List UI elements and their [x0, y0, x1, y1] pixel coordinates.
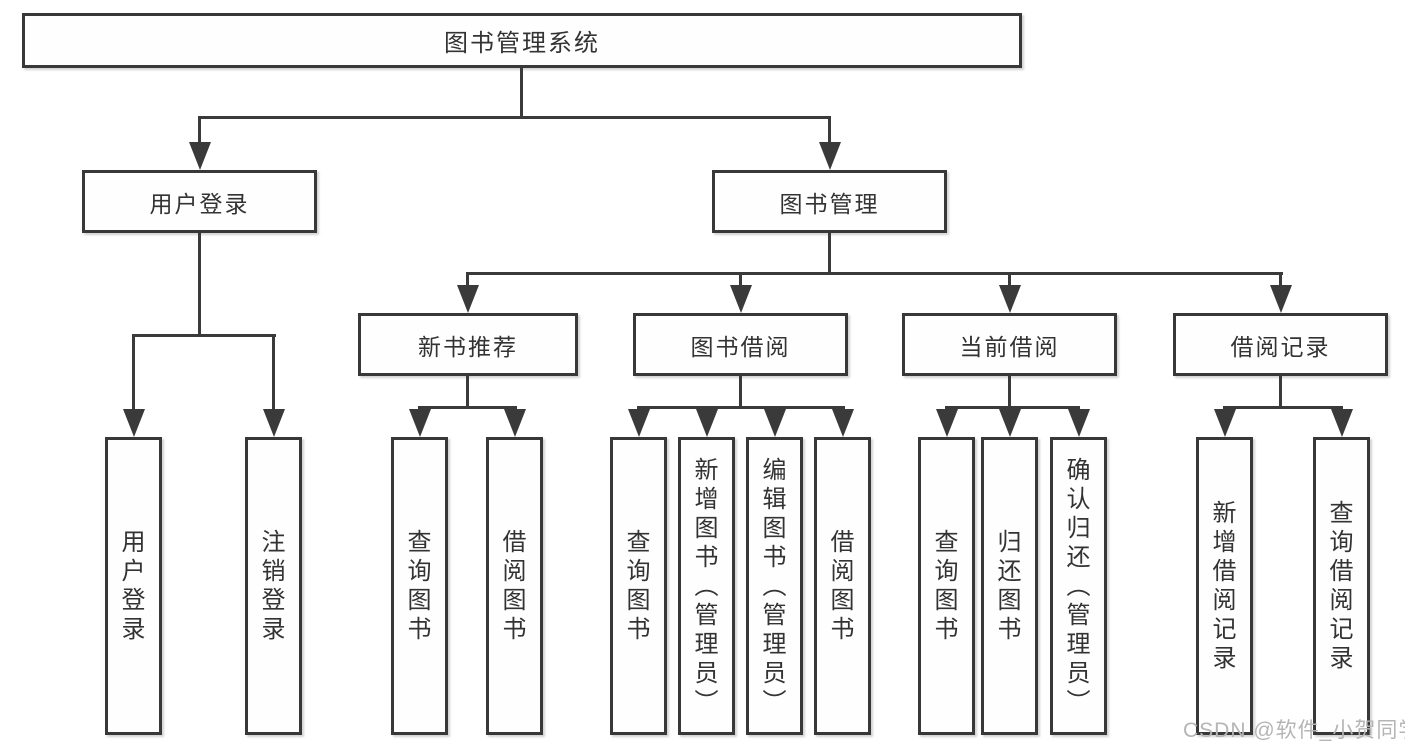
arrowhead-down-icon [764, 409, 786, 437]
arrowhead-down-icon [832, 409, 854, 437]
connector-new-book-recommend-rail [418, 406, 517, 409]
connector-current-borrowing-rail [945, 406, 1080, 409]
arrowhead-down-icon [696, 409, 718, 437]
arrowhead-down-icon [628, 409, 650, 437]
leaf-query-books-3-label: 查询图书 [934, 529, 959, 643]
arrowhead-down-icon [1068, 409, 1090, 437]
leaf-return-books: 归还图书 [981, 437, 1038, 735]
leaf-user-login: 用户登录 [105, 437, 162, 735]
arrowhead-down-icon [1270, 285, 1292, 313]
connector-book-borrowing-stem [739, 376, 742, 409]
leaf-borrow-books-1: 借阅图书 [486, 437, 543, 735]
node-borrowing-records-label: 借阅记录 [1230, 333, 1331, 360]
connector-to-new-book-recommend [466, 272, 469, 288]
leaf-add-books-admin-label: 新增图书︵管理员︶ [694, 456, 719, 716]
connector-root-to-book-management [828, 116, 831, 146]
arrowhead-down-icon [504, 409, 526, 437]
arrowhead-down-icon [730, 285, 752, 313]
leaf-query-books-1-label: 查询图书 [407, 529, 432, 643]
connector-to-book-borrowing [739, 272, 742, 288]
connector-to-borrowing-records [1279, 272, 1282, 288]
leaf-logout-login: 注销登录 [245, 437, 302, 735]
arrowhead-down-icon [409, 409, 431, 437]
connector-book-management-rail [466, 272, 1283, 275]
node-library-system-label: 图书管理系统 [444, 30, 600, 57]
arrowhead-down-icon [263, 409, 285, 437]
leaf-query-books-2: 查询图书 [610, 437, 667, 735]
leaf-confirm-return-admin-label: 确认归还︵管理员︶ [1066, 456, 1091, 716]
connector-user-login-rail [132, 334, 276, 337]
leaf-logout-login-label: 注销登录 [261, 529, 286, 643]
connector-user-login-stem [198, 233, 201, 337]
leaf-query-books-1: 查询图书 [391, 437, 448, 735]
connector-root-stem [520, 68, 523, 118]
leaf-query-books-3: 查询图书 [918, 437, 975, 735]
arrowhead-down-icon [936, 409, 958, 437]
leaf-add-borrow-record-label: 新增借阅记录 [1212, 500, 1237, 672]
csdn-watermark: CSDN @软件_小贺同学 [1183, 719, 1405, 742]
connector-borrowing-records-rail [1223, 406, 1343, 409]
connector-current-borrowing-stem [1008, 376, 1011, 409]
leaf-edit-books-admin-label: 编辑图书︵管理员︶ [762, 456, 787, 716]
node-current-borrowing: 当前借阅 [902, 313, 1117, 376]
leaf-borrow-books-2-label: 借阅图书 [830, 529, 855, 643]
node-borrowing-records: 借阅记录 [1173, 313, 1388, 376]
connector-borrowing-records-stem [1279, 376, 1282, 409]
connector-to-leaf-user-login [132, 334, 135, 412]
node-new-book-recommend-label: 新书推荐 [418, 333, 518, 360]
leaf-confirm-return-admin: 确认归还︵管理员︶ [1050, 437, 1107, 735]
leaf-borrow-books-2: 借阅图书 [814, 437, 871, 735]
connector-root-rail [198, 116, 831, 119]
node-book-management-label: 图书管理 [779, 190, 880, 217]
arrowhead-down-icon [123, 409, 145, 437]
leaf-edit-books-admin: 编辑图书︵管理员︶ [746, 437, 803, 735]
leaf-query-borrow-record: 查询借阅记录 [1313, 437, 1370, 735]
node-book-borrowing-label: 图书借阅 [690, 333, 791, 360]
connector-new-book-recommend-stem [466, 376, 469, 409]
connector-book-management-stem [828, 233, 831, 275]
node-book-management: 图书管理 [712, 170, 947, 233]
leaf-add-borrow-record: 新增借阅记录 [1196, 437, 1253, 735]
connector-root-to-user-login [198, 116, 201, 146]
connector-to-current-borrowing [1008, 272, 1011, 288]
node-new-book-recommend: 新书推荐 [358, 313, 578, 376]
node-user-login: 用户登录 [82, 170, 317, 233]
arrowhead-down-icon [1214, 409, 1236, 437]
arrowhead-down-icon [1331, 409, 1353, 437]
node-user-login-label: 用户登录 [149, 190, 250, 217]
arrowhead-down-icon [457, 285, 479, 313]
node-current-borrowing-label: 当前借阅 [959, 333, 1060, 360]
arrowhead-down-icon [999, 409, 1021, 437]
node-book-borrowing: 图书借阅 [633, 313, 848, 376]
leaf-query-books-2-label: 查询图书 [626, 529, 651, 643]
arrowhead-down-icon [999, 285, 1021, 313]
connector-to-leaf-logout [272, 334, 275, 412]
leaf-user-login-label: 用户登录 [121, 529, 146, 643]
arrowhead-down-icon [189, 142, 211, 170]
node-library-system: 图书管理系统 [22, 13, 1022, 68]
leaf-query-borrow-record-label: 查询借阅记录 [1329, 500, 1354, 672]
connector-book-borrowing-rail [637, 406, 845, 409]
arrowhead-down-icon [819, 142, 841, 170]
leaf-borrow-books-1-label: 借阅图书 [502, 529, 527, 643]
leaf-add-books-admin: 新增图书︵管理员︶ [678, 437, 735, 735]
leaf-return-books-label: 归还图书 [997, 529, 1022, 643]
